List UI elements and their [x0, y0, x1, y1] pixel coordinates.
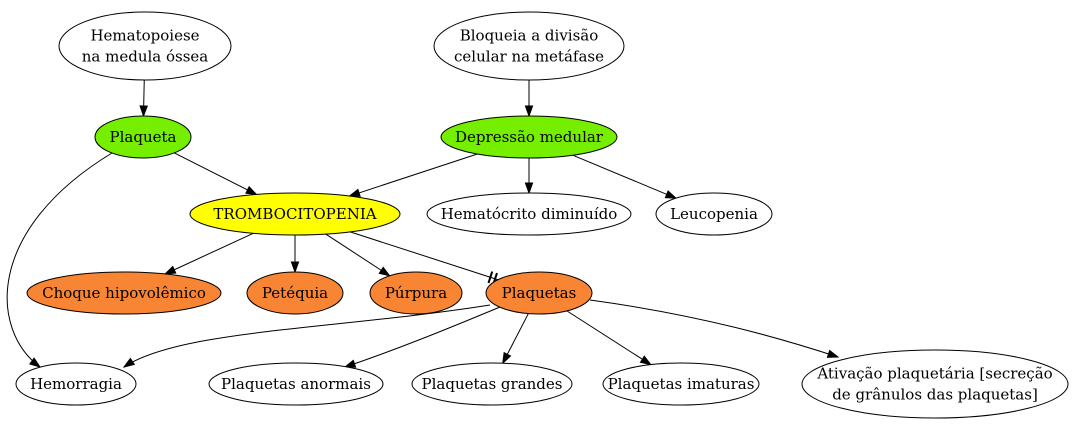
node-ellipse [189, 192, 401, 236]
edge-line [325, 233, 390, 277]
node-ellipse [369, 271, 463, 315]
node-label: na medula óssea [82, 48, 209, 66]
node-label: Leucopenia [670, 205, 758, 223]
node-ellipse [246, 271, 344, 315]
node-plaqueta: Plaqueta [94, 115, 192, 159]
arrow-head [290, 261, 300, 274]
node-label: Hematócrito diminuído [441, 205, 618, 223]
edge-plaquetas-to-hemorragia [122, 304, 491, 368]
node-label: Hemorragia [30, 375, 122, 393]
arrow-head [524, 182, 534, 195]
node-plaquetas: Plaquetas [485, 271, 593, 315]
node-ellipse [433, 11, 625, 81]
node-label: Choque hipovolêmico [42, 284, 206, 302]
arrow-head [348, 188, 361, 197]
edge-trombocitopenia-to-petequia [290, 235, 300, 274]
edge-line [6, 152, 113, 368]
node-label: Plaquetas [502, 284, 577, 302]
edges-layer [6, 79, 840, 368]
arrow-head [639, 355, 653, 366]
edge-line [344, 306, 501, 368]
arrow-head [664, 190, 678, 199]
arrow-head [343, 359, 357, 368]
node-label: Ativação plaquetária [secreção [816, 365, 1052, 383]
node-petequia: Petéquia [246, 271, 344, 315]
node-ellipse [208, 362, 384, 406]
arrow-head [139, 105, 149, 118]
node-ellipse [94, 115, 192, 159]
edge-line [566, 310, 652, 366]
node-hemorragia: Hemorragia [15, 362, 137, 406]
edge-line [123, 304, 491, 368]
node-purpura: Púrpura [369, 271, 463, 315]
node-imaturas: Plaquetas imaturas [602, 362, 760, 406]
node-ellipse [801, 349, 1069, 419]
node-ellipse [440, 115, 618, 159]
node-ellipse [485, 271, 593, 315]
node-ellipse [26, 271, 222, 315]
edge-plaquetas-to-imaturas [566, 310, 653, 366]
arrow-head [163, 265, 177, 275]
node-label: TROMBOCITOPENIA [213, 205, 376, 223]
node-label: Bloqueia a divisão [460, 27, 599, 45]
node-grandes: Plaquetas grandes [411, 362, 573, 406]
arrow-head [122, 357, 136, 368]
node-choque: Choque hipovolêmico [26, 271, 222, 315]
node-trombocitopenia: TROMBOCITOPENIA [189, 192, 401, 236]
edge-depressao-to-leucopenia [572, 154, 678, 199]
edge-plaqueta-to-hemorragia [6, 152, 113, 368]
edge-depressao-to-trombocitopenia [348, 153, 478, 197]
edge-trombocitopenia-to-choque [163, 232, 254, 275]
node-ativacao: Ativação plaquetária [secreção de grânulo… [801, 349, 1069, 419]
nodes-layer: Hematopoiese na medula óssea Bloqueia a di… [15, 11, 1069, 419]
node-label: Petéquia [262, 284, 328, 302]
node-hematocrito: Hematócrito diminuído [426, 192, 632, 236]
edge-plaquetas-to-anormais [343, 306, 501, 368]
edge-line [572, 154, 677, 199]
edge-plaqueta-to-trombocitopenia [174, 152, 258, 196]
inhibit-bar-2 [487, 271, 494, 284]
node-ellipse [15, 362, 137, 406]
node-label: Púrpura [385, 284, 447, 302]
node-bloqueia: Bloqueia a divisão celular na metáfase [433, 11, 625, 81]
node-ellipse [58, 11, 232, 81]
arrow-head [502, 351, 512, 365]
edge-trombocitopenia-to-purpura [325, 233, 391, 277]
node-anormais: Plaquetas anormais [208, 362, 384, 406]
node-hematopoiese: Hematopoiese na medula óssea [58, 11, 232, 81]
node-label: Plaquetas anormais [221, 375, 371, 393]
edge-line [349, 153, 478, 197]
edge-plaquetas-to-ativacao [589, 299, 840, 358]
arrow-head [28, 357, 42, 368]
edge-depressao-to-hematocrito [524, 158, 534, 195]
node-leucopenia: Leucopenia [655, 192, 773, 236]
node-label: Plaquetas grandes [422, 375, 563, 393]
edge-line [174, 152, 257, 195]
node-label: de grânulos das plaquetas] [832, 386, 1038, 404]
node-label: Plaquetas imaturas [608, 375, 755, 393]
node-label: Plaqueta [110, 128, 177, 146]
node-label: Hematopoiese [90, 27, 199, 45]
node-ellipse [602, 362, 760, 406]
edge-line [164, 232, 254, 275]
node-label: Depressão medular [455, 128, 604, 146]
arrow-head [245, 185, 258, 196]
node-label: celular na metáfase [454, 48, 604, 66]
arrow-head [826, 349, 840, 358]
edge-line [589, 299, 839, 358]
node-ellipse [426, 192, 632, 236]
node-depressao: Depressão medular [440, 115, 618, 159]
edge-line [350, 231, 499, 281]
edge-plaquetas-to-grandes [502, 313, 529, 365]
node-ellipse [655, 192, 773, 236]
arrow-head [378, 266, 391, 277]
edge-hematopoiese-to-plaqueta [139, 79, 149, 118]
arrow-head [524, 105, 534, 118]
edge-bloqueia-to-depressao [524, 80, 534, 118]
node-ellipse [411, 362, 573, 406]
